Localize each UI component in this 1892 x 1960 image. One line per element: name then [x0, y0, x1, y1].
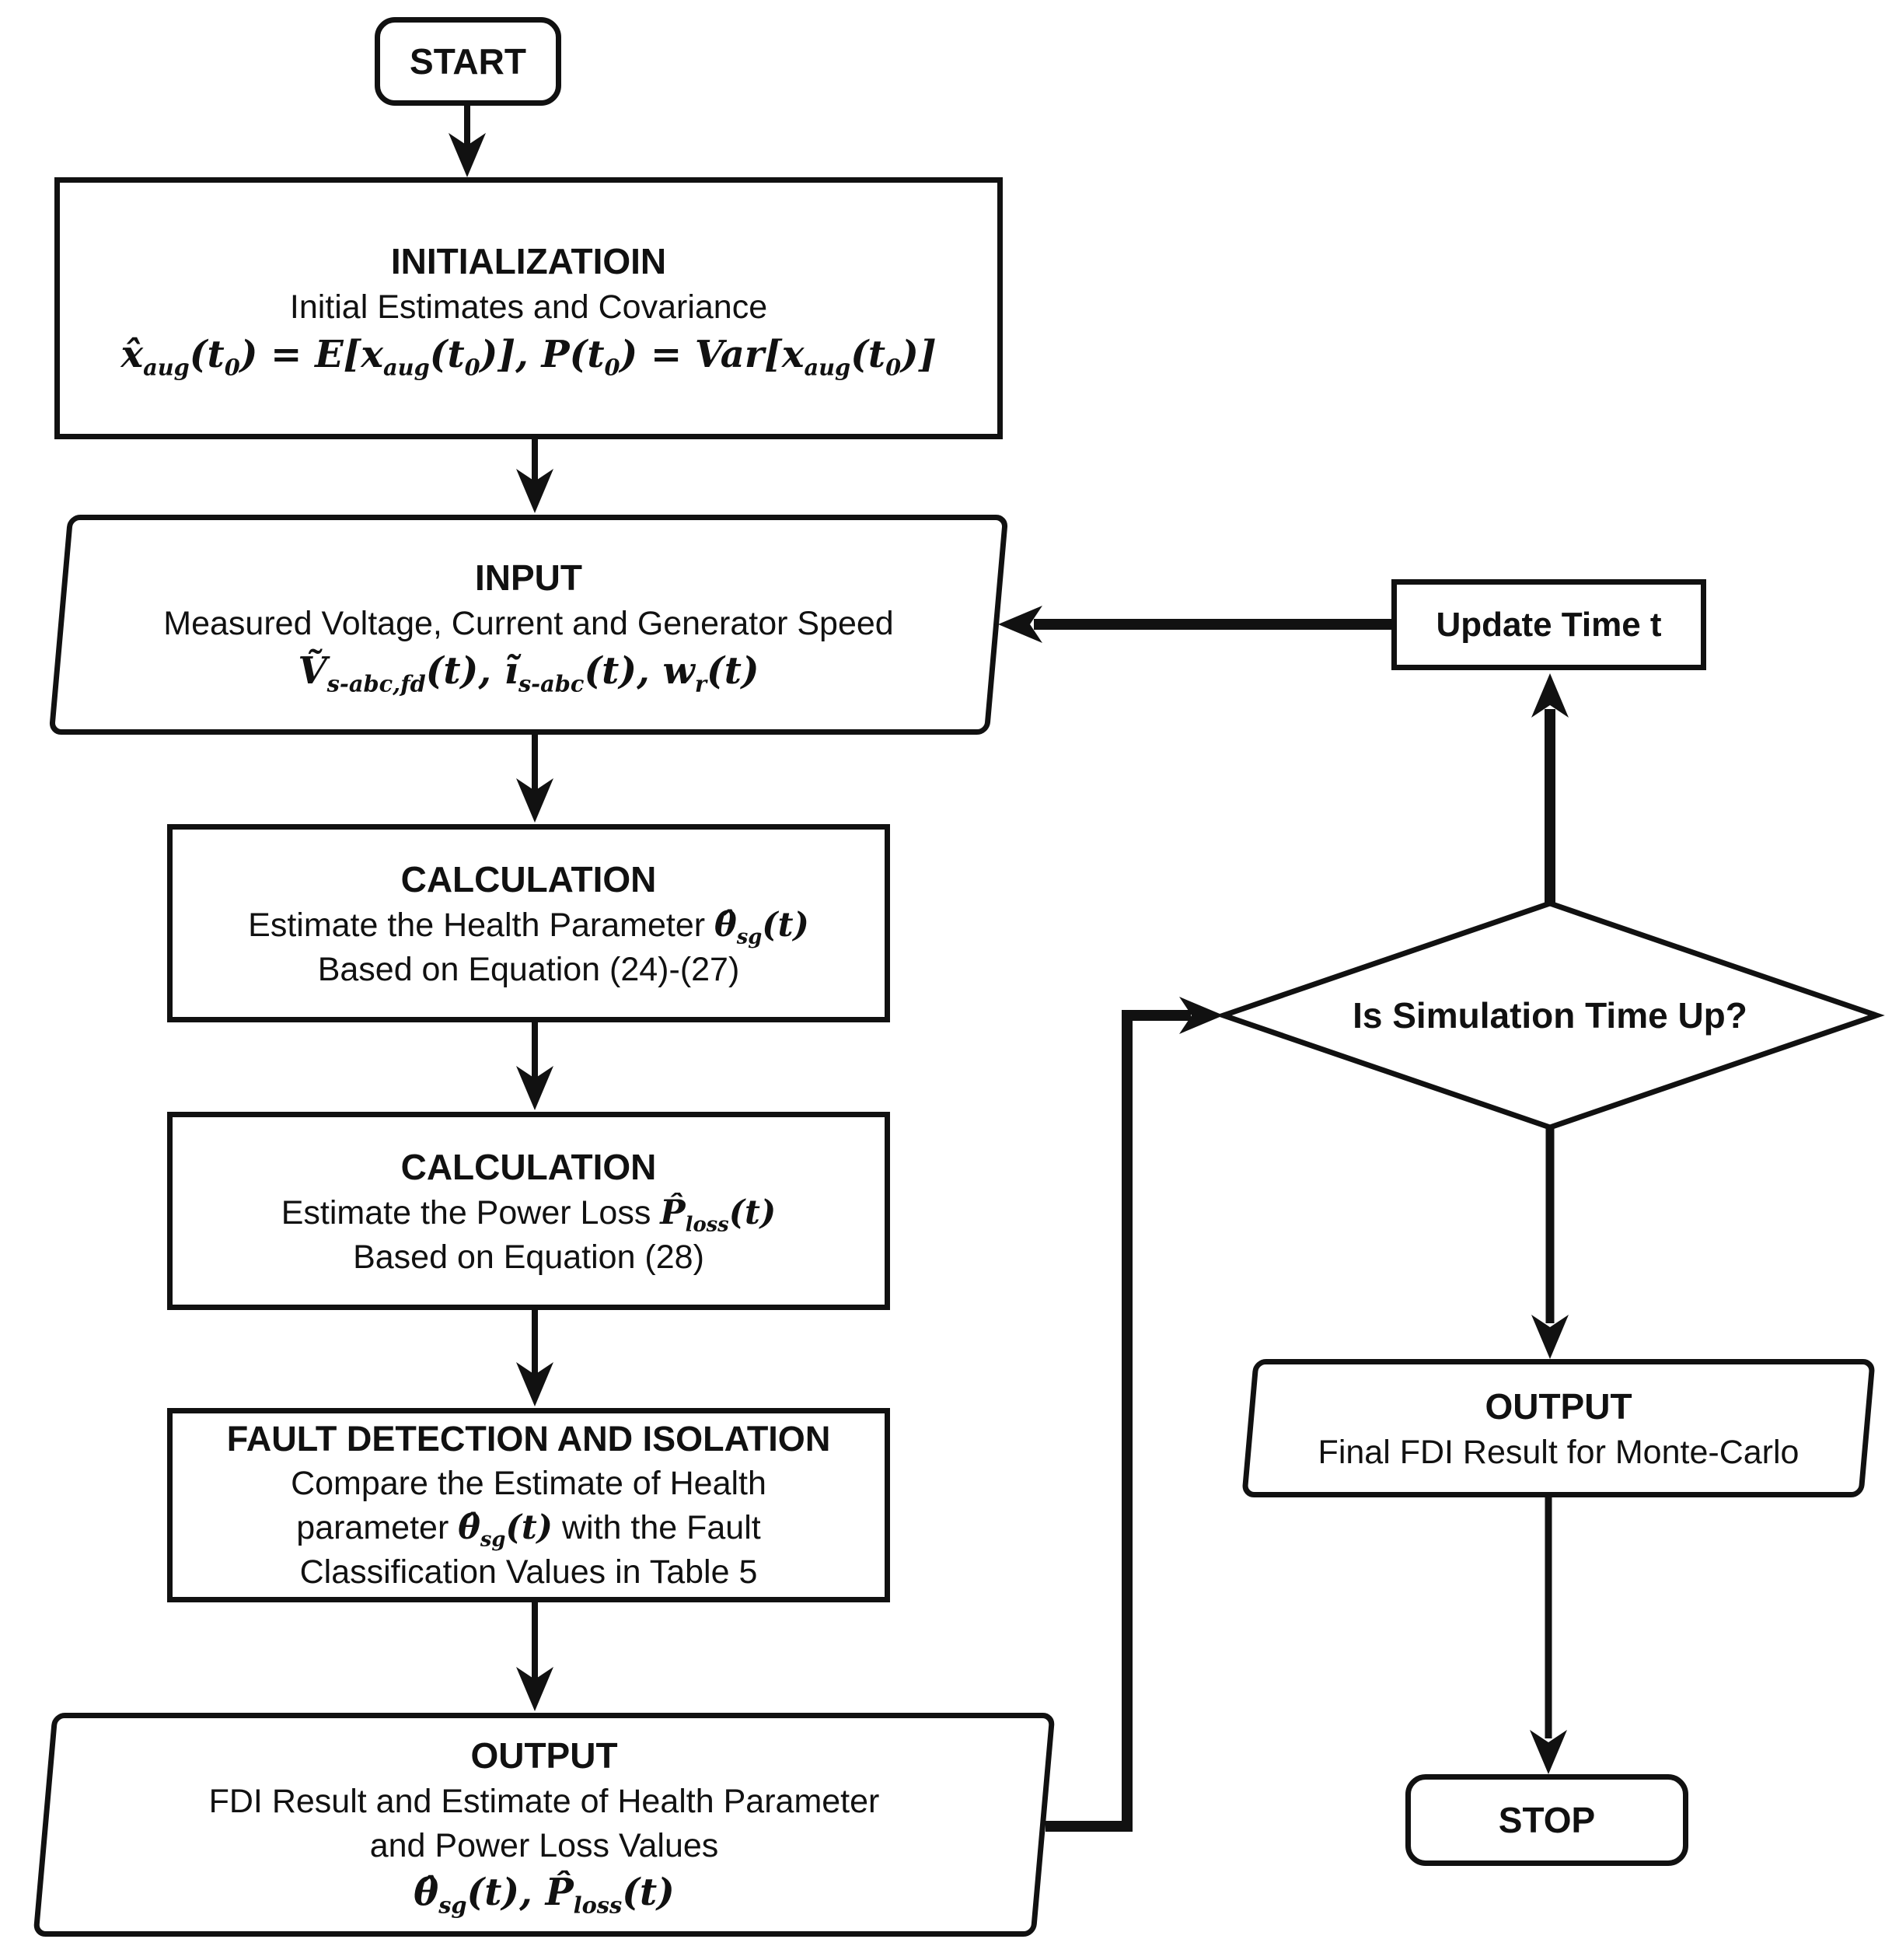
initialization-line: Initial Estimates and Covariance [289, 288, 768, 326]
calc-health-title: CALCULATION [400, 858, 657, 900]
arrowhead-down [1531, 1315, 1569, 1359]
loop-output-to-decision [1045, 1010, 1191, 1832]
stop-node: STOP [1405, 1774, 1688, 1866]
input-formula: Ṽs-abc,fd(t), ĩs-abc(t), wr(t) [298, 648, 759, 697]
start-label: START [410, 41, 526, 82]
calc-power-title: CALCULATION [400, 1146, 657, 1187]
calc-health-line1: Estimate the Health Parameter θ̂sg(t) [248, 905, 809, 949]
calc-power-line2: Based on Equation (28) [353, 1238, 704, 1276]
input-line: Measured Voltage, Current and Generator … [163, 604, 894, 642]
fdi-line3: Classification Values in Table 5 [299, 1553, 758, 1591]
output-loop-line1: FDI Result and Estimate of Health Parame… [208, 1782, 880, 1820]
arrowhead-down [516, 1066, 553, 1110]
calc-health-node: CALCULATION Estimate the Health Paramete… [167, 824, 890, 1022]
arrowhead-down [516, 469, 553, 513]
fdi-title: FAULT DETECTION AND ISOLATION [226, 1418, 831, 1459]
output-final-title: OUTPUT [1485, 1385, 1632, 1427]
fdi-line1: Compare the Estimate of Health [291, 1465, 766, 1503]
output-final-node: OUTPUT Final FDI Result for Monte-Carlo [1248, 1359, 1869, 1497]
calc-power-line1: Estimate the Power Loss P̂loss(t) [281, 1193, 777, 1237]
decision-diamond-shape [1215, 900, 1885, 1130]
fdi-node: FAULT DETECTION AND ISOLATION Compare th… [167, 1408, 890, 1602]
stop-label: STOP [1498, 1800, 1596, 1840]
start-node: START [375, 17, 561, 106]
arrowhead-down [1530, 1730, 1567, 1774]
update-time-label: Update Time t [1436, 605, 1662, 644]
arrowhead-down [516, 1667, 553, 1711]
arrowhead-down [516, 1362, 553, 1406]
initialization-node: INITIALIZATIOIN Initial Estimates and Co… [54, 177, 1003, 439]
input-node: INPUT Measured Voltage, Current and Gene… [58, 515, 999, 735]
arrowhead-up [1531, 673, 1569, 718]
update-time-node: Update Time t [1391, 579, 1706, 670]
initialization-title: INITIALIZATIOIN [390, 240, 667, 281]
arrowhead-down [449, 133, 486, 177]
arrowhead-right [1179, 997, 1224, 1034]
arrowhead-left [998, 606, 1042, 643]
decision-node: Is Simulation Time Up? [1224, 903, 1876, 1127]
input-title: INPUT [475, 557, 582, 598]
fdi-line2: parameter θ̂sg(t) with the Fault [296, 1508, 761, 1552]
output-loop-formula: θ̂sg(t), P̂loss(t) [414, 1871, 675, 1919]
decision-label: Is Simulation Time Up? [1353, 995, 1747, 1036]
arrowhead-down [516, 778, 553, 823]
calc-health-line2: Based on Equation (24)-(27) [317, 950, 740, 988]
output-loop-line2: and Power Loss Values [369, 1826, 719, 1864]
initialization-formula: x̂aug(t0) = E[xaug(t0)], P(t0) = Var[xau… [120, 332, 937, 381]
calc-power-node: CALCULATION Estimate the Power Loss P̂lo… [167, 1112, 890, 1310]
output-loop-node: OUTPUT FDI Result and Estimate of Health… [43, 1713, 1045, 1937]
output-loop-title: OUTPUT [470, 1735, 618, 1776]
output-final-line1: Final FDI Result for Monte-Carlo [1318, 1433, 1799, 1471]
